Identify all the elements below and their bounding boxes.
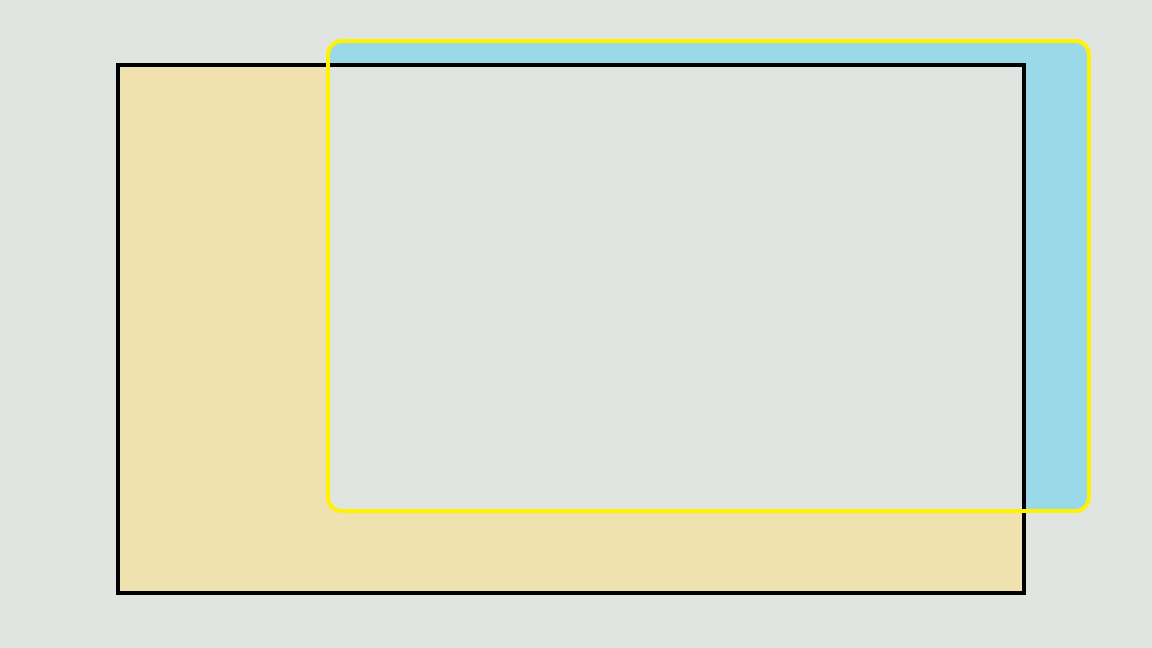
overlap-region	[328, 65, 1024, 511]
square-rectangle-outline	[116, 63, 1026, 595]
rounded-rectangle-outline	[326, 39, 1091, 513]
